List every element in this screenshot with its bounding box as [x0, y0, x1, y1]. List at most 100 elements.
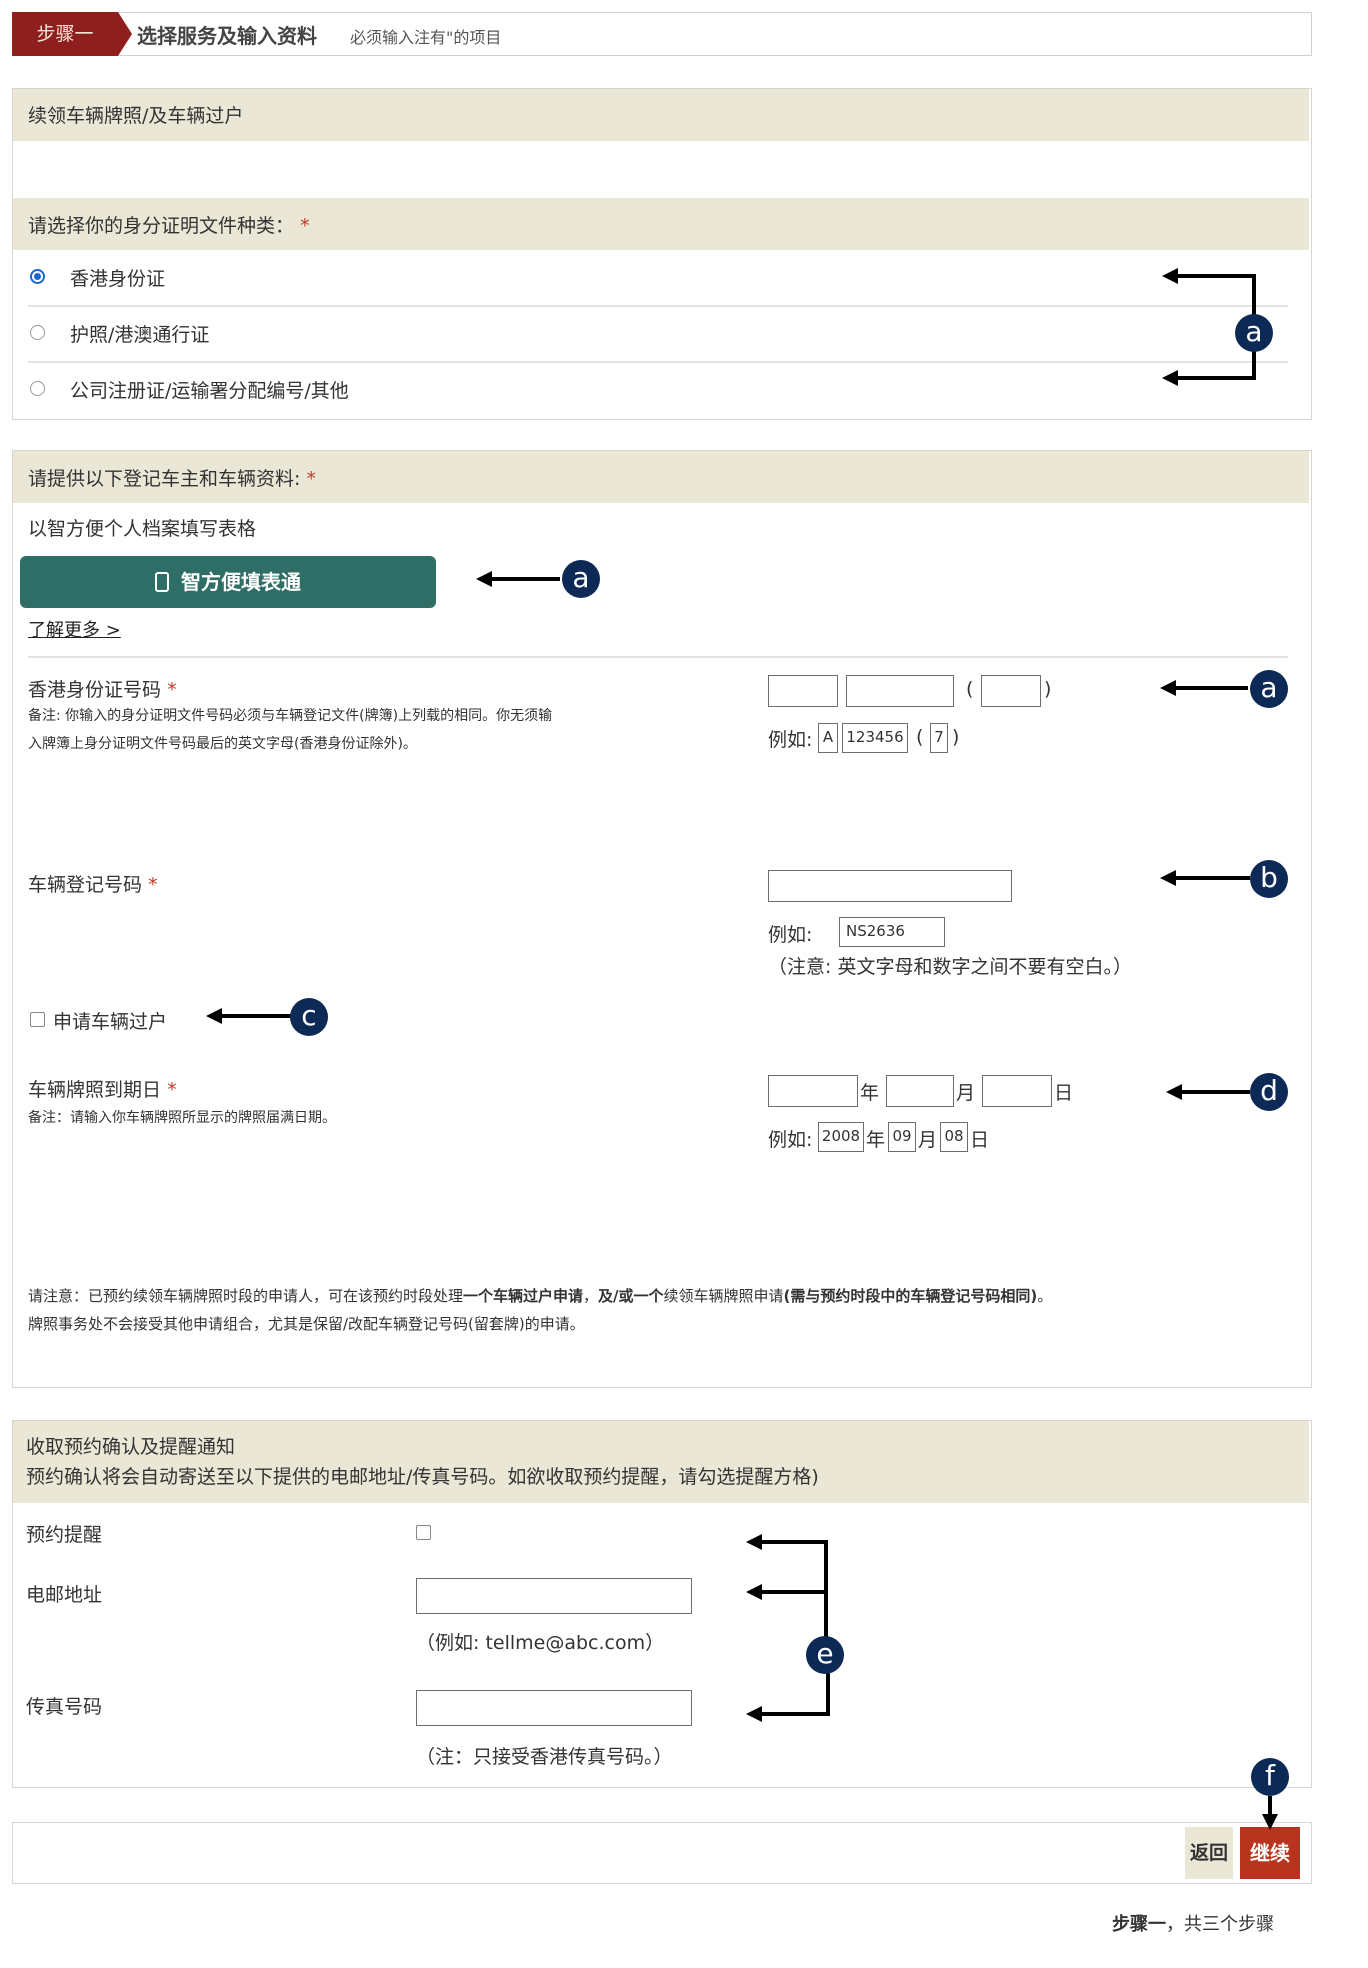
arrow-line — [1180, 1090, 1250, 1094]
expiry-example-month: 09 — [888, 1122, 916, 1152]
annotation-a-badge: a — [562, 560, 600, 598]
hkid-close-paren: ) — [1044, 678, 1052, 700]
expiry-example-day: 08 — [940, 1122, 968, 1152]
email-example: （例如: tellme@abc.com） — [416, 1632, 665, 1654]
id-type-option-passport: 护照/港澳通行证 — [70, 324, 210, 346]
hkid-example-digits: 123456 — [842, 723, 908, 753]
step-required-note: 必须输入注有"的项目 — [350, 28, 502, 47]
email-label: 电邮地址 — [26, 1584, 103, 1606]
annotation-f-badge: f — [1251, 1758, 1289, 1796]
hkid-open-paren: ( — [966, 678, 974, 700]
iam-smart-label: 智方便填表通 — [181, 570, 301, 594]
hkid-letter-input[interactable] — [768, 675, 838, 707]
arrow-left-icon — [1160, 680, 1176, 696]
expiry-label: 车辆牌照到期日 * — [28, 1079, 177, 1101]
arrow-left-icon — [746, 1706, 762, 1722]
arrow-line — [760, 1712, 830, 1716]
hkid-digits-input[interactable] — [846, 675, 954, 707]
hkid-note-line2: 入牌簿上身分证明文件号码最后的英文字母(香港身份证除外)。 — [28, 736, 417, 752]
arrow-left-icon — [1162, 370, 1178, 386]
learn-more-link[interactable]: 了解更多 > — [28, 620, 121, 641]
arrow-line — [1174, 876, 1250, 880]
arrow-line — [490, 577, 560, 581]
arrow-left-icon — [1162, 268, 1178, 284]
hkid-check-digit-input[interactable] — [981, 675, 1041, 707]
arrow-line — [760, 1540, 828, 1544]
notice-line1: 请注意：已预约续领车辆牌照时段的申请人，可在该预约时段处理一个车辆过户申请，及/… — [28, 1287, 1053, 1305]
annotation-e-badge: e — [806, 1636, 844, 1674]
arrow-line — [1174, 686, 1248, 690]
expiry-note: 备注：请输入你车辆牌照所显示的牌照届满日期。 — [28, 1110, 336, 1126]
reg-no-label: 车辆登记号码 * — [28, 874, 158, 896]
hkid-example-label: 例如: — [768, 729, 813, 751]
expiry-year-unit: 年 — [860, 1082, 880, 1104]
hkid-note-line1: 备注: 你输入的身分证明文件号码必须与车辆登记文件(牌簿)上列载的相同。你无须输 — [28, 708, 553, 724]
owner-heading-band — [13, 451, 1309, 503]
email-input[interactable] — [416, 1578, 692, 1614]
service-panel — [12, 88, 1312, 420]
iam-smart-button[interactable]: 智方便填表通 — [20, 556, 436, 608]
expiry-day-input[interactable] — [982, 1075, 1052, 1107]
arrow-left-icon — [746, 1534, 762, 1550]
reg-no-example-value: NS2636 — [839, 917, 945, 947]
reminder-label: 预约提醒 — [26, 1524, 103, 1546]
arrow-down-icon — [1262, 1814, 1278, 1830]
reg-no-spacing-note: （注意: 英文字母和数字之间不要有空白。） — [768, 956, 1132, 978]
expiry-example-month-unit: 月 — [918, 1129, 938, 1151]
annotation-b-badge: b — [1250, 860, 1288, 898]
id-type-heading: 请选择你的身分证明文件种类： * — [28, 215, 310, 237]
service-title-band — [13, 89, 1309, 141]
expiry-example-day-unit: 日 — [970, 1129, 990, 1151]
hkid-example-letter: A — [818, 723, 838, 753]
arrow-line — [1176, 274, 1256, 278]
arrow-line — [1176, 376, 1256, 380]
step-title: 选择服务及输入资料 — [137, 24, 317, 48]
expiry-example-year: 2008 — [818, 1122, 864, 1152]
step-header-bar — [12, 12, 1312, 56]
service-title: 续领车辆牌照/及车辆过户 — [28, 105, 244, 127]
arrow-line — [220, 1014, 292, 1018]
id-type-option-company: 公司注册证/运输署分配编号/其他 — [70, 380, 349, 402]
continue-button[interactable]: 继续 — [1240, 1827, 1300, 1879]
hkid-label: 香港身份证号码 * — [28, 679, 177, 701]
expiry-month-input[interactable] — [886, 1075, 954, 1107]
arrow-line — [824, 1540, 828, 1646]
notify-heading-line1: 收取预约确认及提醒通知 — [26, 1436, 236, 1458]
transfer-checkbox[interactable] — [30, 1012, 45, 1027]
id-type-radio-passport[interactable] — [30, 325, 45, 340]
profile-hint: 以智方便个人档案填写表格 — [28, 518, 257, 540]
fax-label: 传真号码 — [26, 1696, 103, 1718]
hkid-example-close-paren: ) — [952, 726, 960, 748]
divider — [28, 361, 1288, 363]
step-progress: 步骤一，共三个步骤 — [1112, 1914, 1274, 1935]
annotation-d-badge: d — [1250, 1073, 1288, 1111]
expiry-day-unit: 日 — [1054, 1082, 1074, 1104]
reg-no-example-label: 例如: — [768, 924, 813, 946]
arrow-left-icon — [206, 1008, 222, 1024]
hkid-example-open-paren: ( — [916, 726, 924, 748]
arrow-left-icon — [1166, 1084, 1182, 1100]
id-type-radio-company[interactable] — [30, 381, 45, 396]
fax-note: （注：只接受香港传真号码。） — [416, 1746, 673, 1768]
step-tag-arrow — [118, 12, 132, 56]
id-type-radio-hkid[interactable] — [30, 269, 45, 284]
divider — [28, 656, 1288, 658]
notify-heading-line2: 预约确认将会自动寄送至以下提供的电邮地址/传真号码。如欲收取预约提醒，请勾选提醒… — [26, 1466, 819, 1488]
back-button[interactable]: 返回 — [1185, 1827, 1233, 1879]
notify-heading-band — [13, 1421, 1309, 1503]
arrow-left-icon — [476, 571, 492, 587]
action-bar — [12, 1822, 1312, 1884]
arrow-left-icon — [746, 1584, 762, 1600]
arrow-line — [826, 1672, 830, 1716]
arrow-line — [1268, 1796, 1272, 1818]
reg-no-input[interactable] — [768, 870, 1012, 902]
annotation-a-badge: a — [1235, 314, 1273, 352]
hkid-example-check: 7 — [930, 723, 948, 753]
annotation-c-badge: c — [290, 998, 328, 1036]
expiry-example-year-unit: 年 — [866, 1129, 886, 1151]
expiry-example-label: 例如: — [768, 1129, 813, 1151]
reminder-checkbox[interactable] — [416, 1525, 431, 1540]
fax-input[interactable] — [416, 1690, 692, 1726]
id-type-band — [13, 198, 1309, 250]
expiry-year-input[interactable] — [768, 1075, 858, 1107]
